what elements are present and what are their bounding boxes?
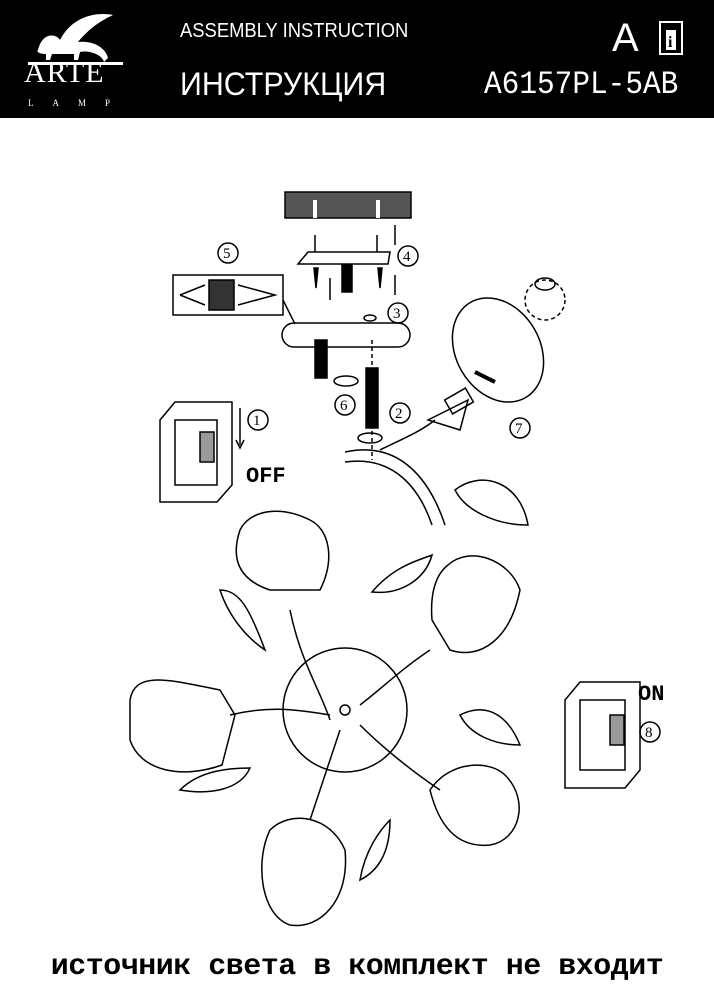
ring-nut	[333, 375, 359, 387]
lion-logo-icon	[28, 14, 123, 65]
glass-shade	[451, 277, 566, 403]
language-letter: A	[612, 16, 639, 60]
wall-switch-off	[159, 401, 245, 503]
step-5-label: 5	[223, 246, 231, 262]
info-book-icon: i	[659, 21, 683, 55]
canopy	[281, 322, 411, 348]
title-english: ASSEMBLY INSTRUCTION	[180, 20, 409, 42]
mounting-bracket	[296, 225, 396, 300]
step-4-label: 4	[403, 249, 411, 265]
switch-off-label: OFF	[246, 464, 286, 489]
step-8-label: 8	[645, 725, 653, 741]
lamp-arm	[344, 387, 529, 526]
bolt	[314, 339, 328, 379]
step-1-label: 1	[253, 413, 261, 429]
ceiling	[284, 191, 412, 219]
step-2-label: 2	[395, 406, 403, 422]
footer-note: источник света в комплект не входит	[50, 950, 664, 984]
assembly-diagram: 1 2 3 4 5 6 7 8 OFF ON	[129, 191, 664, 927]
title-russian: ИНСТРУКЦИЯ	[180, 66, 387, 102]
step-3-label: 3	[393, 306, 401, 322]
step-7-label: 7	[515, 421, 523, 437]
header: ARTE LAMP ASSEMBLY INSTRUCTION ИНСТРУКЦИ…	[0, 0, 714, 118]
brand-subtitle: LAMP	[28, 98, 130, 108]
svg-text:i: i	[668, 34, 673, 51]
wiring-terminal-block	[172, 274, 296, 325]
brand-name: ARTE	[24, 56, 105, 89]
wall-switch-on	[564, 681, 641, 789]
switch-on-label: ON	[638, 682, 664, 707]
model-number: A6157PL-5AB	[484, 66, 679, 103]
chandelier-assembled	[129, 510, 522, 927]
step-6-label: 6	[340, 398, 348, 414]
